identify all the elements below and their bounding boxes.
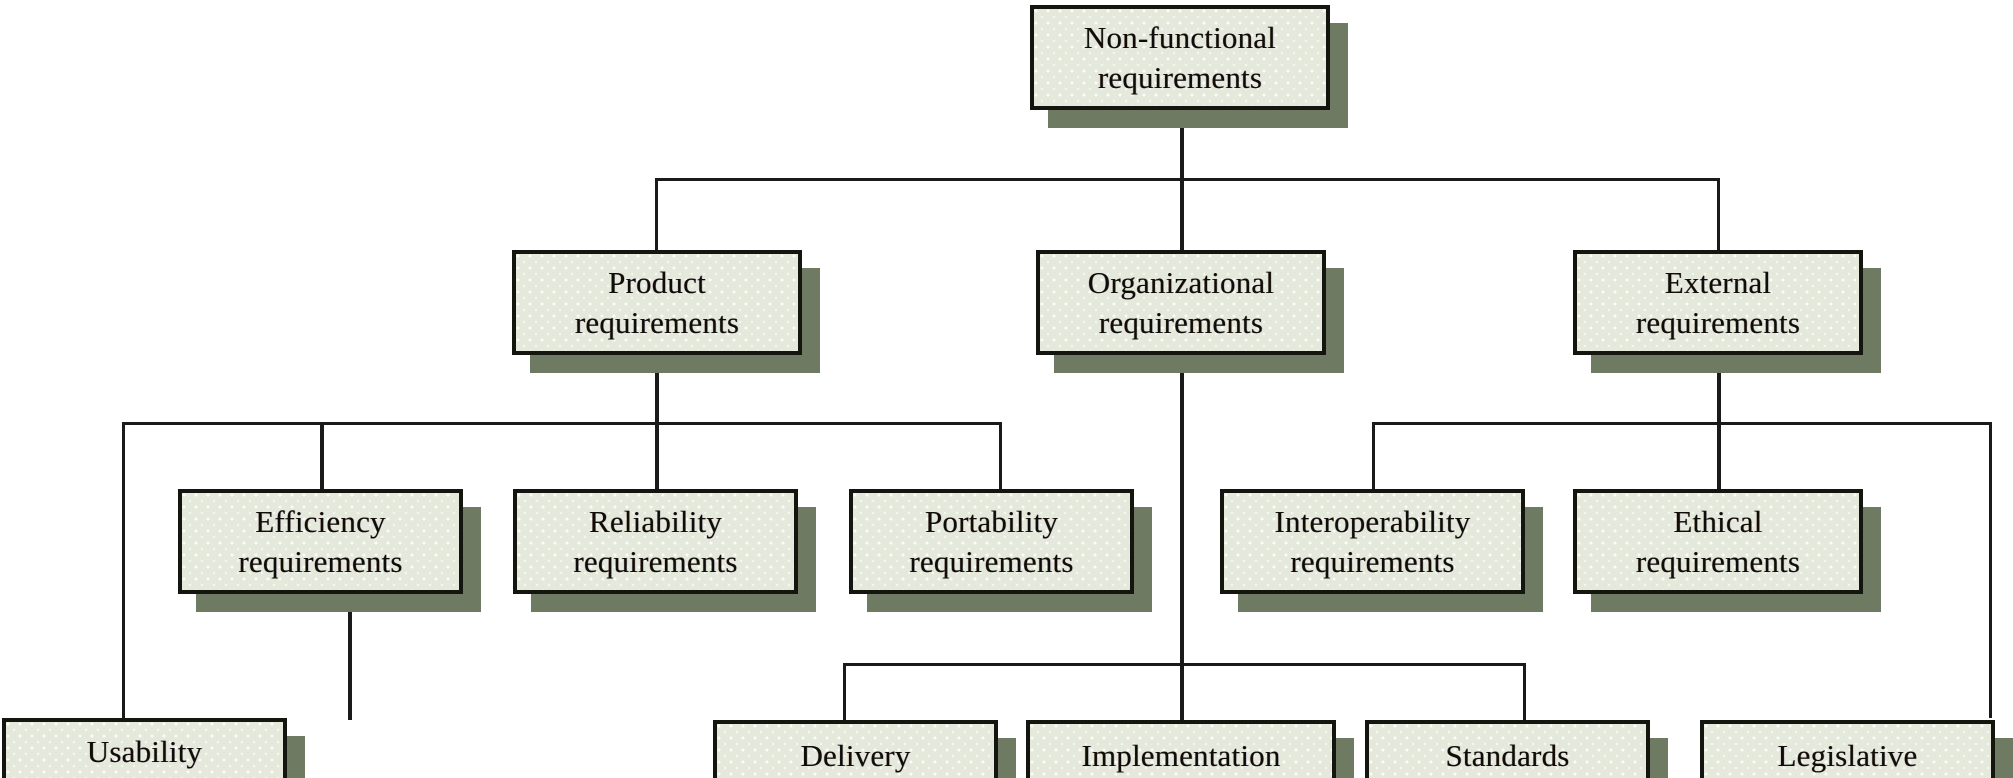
edge-product-to-usability xyxy=(122,422,125,718)
edge-to-external xyxy=(1717,178,1720,252)
node-label: Interoperability requirements xyxy=(1274,504,1471,579)
node-label: Usability xyxy=(86,734,203,769)
node-label: Standards xyxy=(1445,738,1570,773)
node-box: Non-functional requirements xyxy=(1030,5,1330,110)
node-efficiency-requirements[interactable]: Efficiency requirements xyxy=(178,489,481,612)
node-label: Product requirements xyxy=(574,265,740,340)
node-label: Efficiency requirements xyxy=(238,504,403,579)
node-label: Delivery xyxy=(800,738,911,773)
node-box: Portability requirements xyxy=(849,489,1134,594)
node-label: Ethical requirements xyxy=(1635,504,1801,579)
node-delivery-requirements[interactable]: Delivery xyxy=(713,720,1016,778)
node-legislative-requirements[interactable]: Legislative xyxy=(1700,720,2013,778)
node-interoperability-requirements[interactable]: Interoperability requirements xyxy=(1220,489,1543,612)
node-external-requirements[interactable]: External requirements xyxy=(1573,250,1881,373)
node-box: Delivery xyxy=(713,720,998,778)
node-product-requirements[interactable]: Product requirements xyxy=(512,250,820,373)
edge-product-stem xyxy=(655,355,659,425)
node-box: Reliability requirements xyxy=(513,489,798,594)
node-implementation-requirements[interactable]: Implementation xyxy=(1026,720,1354,778)
node-non-functional-requirements[interactable]: Non-functional requirements xyxy=(1030,5,1348,128)
edge-organizational-to-delivery xyxy=(843,663,846,720)
edge-level1-bus xyxy=(655,178,1720,181)
node-label: External requirements xyxy=(1635,265,1801,340)
node-box: Interoperability requirements xyxy=(1220,489,1525,594)
edge-product-to-reliability xyxy=(655,422,659,490)
node-label: Portability requirements xyxy=(909,504,1074,579)
edge-organizational-stem xyxy=(1180,300,1184,720)
node-box: Efficiency requirements xyxy=(178,489,463,594)
node-usability-requirements[interactable]: Usability xyxy=(2,718,305,778)
edge-product-bus xyxy=(122,422,1002,425)
edge-to-organizational xyxy=(1180,178,1184,252)
edge-organizational-bus xyxy=(843,663,1525,666)
node-portability-requirements[interactable]: Portability requirements xyxy=(849,489,1152,612)
edge-product-to-portability xyxy=(999,422,1002,490)
node-box: Ethical requirements xyxy=(1573,489,1863,594)
node-label: Organizational requirements xyxy=(1087,265,1275,340)
node-box: Standards xyxy=(1365,720,1650,778)
edge-root-stem xyxy=(1180,110,1184,180)
edge-efficiency-to-usability xyxy=(348,595,352,720)
edge-external-to-ethical xyxy=(1717,422,1721,490)
edge-product-to-efficiency xyxy=(320,422,324,490)
node-reliability-requirements[interactable]: Reliability requirements xyxy=(513,489,816,612)
node-box: Legislative xyxy=(1700,720,1995,778)
node-label: Legislative xyxy=(1777,738,1918,773)
edge-external-stem xyxy=(1717,355,1721,425)
node-label: Implementation xyxy=(1081,738,1281,773)
node-label: Non-functional requirements xyxy=(1083,20,1277,95)
node-standards-requirements[interactable]: Standards xyxy=(1365,720,1668,778)
edge-external-bus xyxy=(1372,422,1992,425)
node-label: Reliability requirements xyxy=(573,504,738,579)
node-organizational-requirements[interactable]: Organizational requirements xyxy=(1036,250,1344,373)
node-ethical-requirements[interactable]: Ethical requirements xyxy=(1573,489,1881,612)
edge-external-to-legislative xyxy=(1989,422,1992,718)
node-box: Product requirements xyxy=(512,250,802,355)
edge-to-product xyxy=(655,178,658,252)
node-box: External requirements xyxy=(1573,250,1863,355)
edge-external-to-interoperability xyxy=(1372,422,1375,490)
edge-organizational-to-standards xyxy=(1523,663,1526,720)
node-box: Implementation xyxy=(1026,720,1336,778)
node-box: Usability xyxy=(2,718,287,778)
node-box: Organizational requirements xyxy=(1036,250,1326,355)
